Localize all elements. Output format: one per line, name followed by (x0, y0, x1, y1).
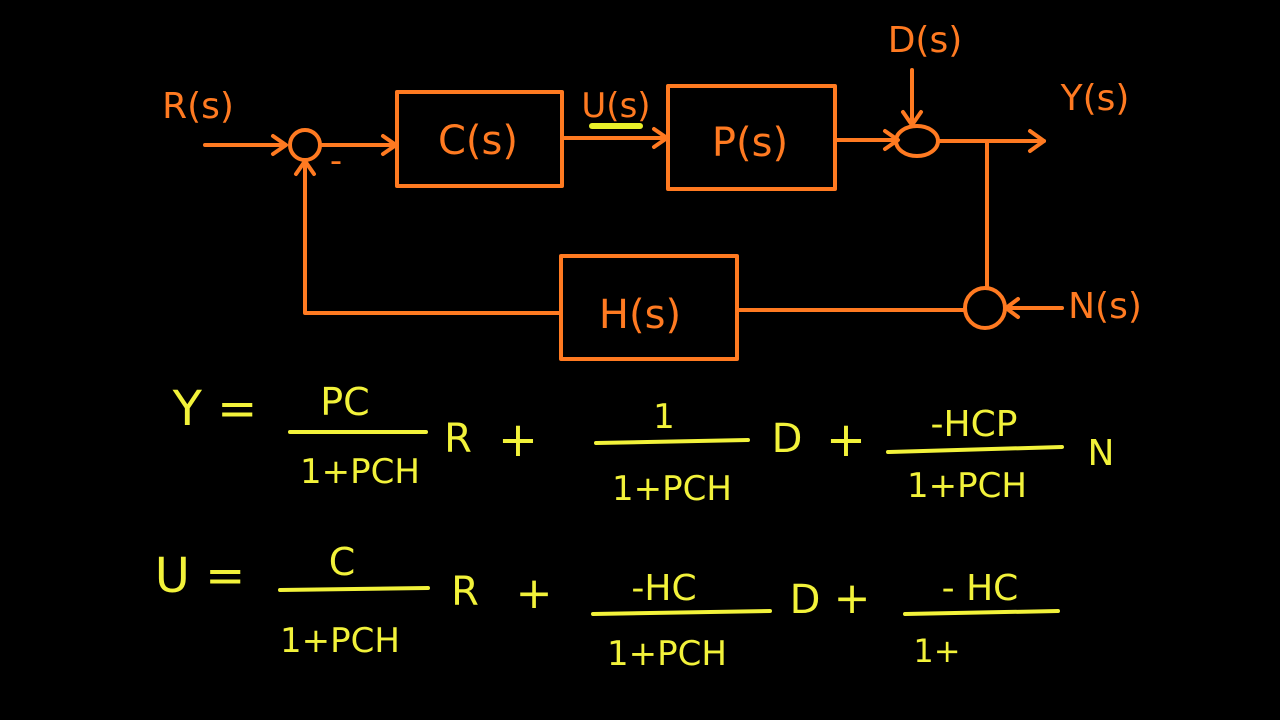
output-label: Y(s) (1060, 78, 1130, 119)
u-term1-fraction-bar (278, 586, 430, 592)
y-term2-variable: D (772, 416, 803, 462)
control-signal-label: U(s) (581, 86, 650, 126)
control-equation: U = C 1+PCH R + -HC 1+PCH D + - HC 1+ (155, 540, 1060, 674)
sensor-block (559, 254, 739, 361)
output-equation: Y = PC 1+PCH R + 1 1+PCH D + -HCP 1+PCH … (172, 380, 1115, 509)
u-term1-numerator: C (329, 540, 356, 584)
y-term3-numerator: -HCP (931, 404, 1018, 445)
y-term2-denominator: 1+PCH (612, 469, 732, 509)
y-term1-variable: R (444, 416, 472, 462)
y-plus-1: + (498, 412, 538, 468)
u-term1-variable: R (451, 569, 479, 615)
y-equation-lhs: Y = (172, 381, 258, 437)
noise-label: N(s) (1068, 286, 1142, 327)
u-equation-lhs: U = (155, 548, 246, 604)
y-term3-variable: N (1088, 433, 1115, 474)
y-term2-fraction-bar (594, 438, 750, 445)
u-term3-numerator: - HC (942, 568, 1019, 609)
feedback-arrow-head (294, 159, 316, 176)
u-term2-variable: D (790, 577, 821, 623)
controller-label: C(s) (438, 118, 518, 164)
u-term2-numerator: -HC (631, 568, 696, 609)
sensor-label: H(s) (599, 292, 681, 338)
noise-arrow-head (1004, 297, 1020, 319)
feedback-return-line (303, 160, 563, 315)
u-term2-denominator: 1+PCH (607, 634, 727, 674)
u-plus-2: + (834, 573, 871, 624)
u-term2-fraction-bar (591, 609, 772, 616)
y-term3-denominator: 1+PCH (907, 466, 1027, 506)
plant-label: P(s) (712, 120, 788, 166)
input-arrow-head (271, 134, 288, 156)
y-term1-numerator: PC (320, 380, 369, 424)
y-term1-denominator: 1+PCH (300, 452, 420, 492)
y-term2-numerator: 1 (653, 397, 675, 437)
y-term3-fraction-bar (886, 445, 1064, 454)
output-arrow-head (1028, 129, 1046, 153)
disturbance-arrow-head (901, 110, 923, 127)
u-term1-denominator: 1+PCH (280, 621, 400, 661)
disturbance-label: D(s) (888, 20, 963, 61)
input-label: R(s) (162, 86, 234, 127)
block-diagram: R(s) - C(s) U(s) P(s) D(s) Y(s) N(s) H(s… (162, 20, 1142, 361)
u-term3-fraction-bar (903, 609, 1060, 616)
plant-block (666, 84, 837, 191)
y-plus-2: + (826, 412, 866, 468)
u-term3-denominator-partial: 1+ (913, 632, 960, 670)
u-plus-1: + (516, 568, 553, 619)
summing-junction-1-minus: - (330, 141, 342, 181)
